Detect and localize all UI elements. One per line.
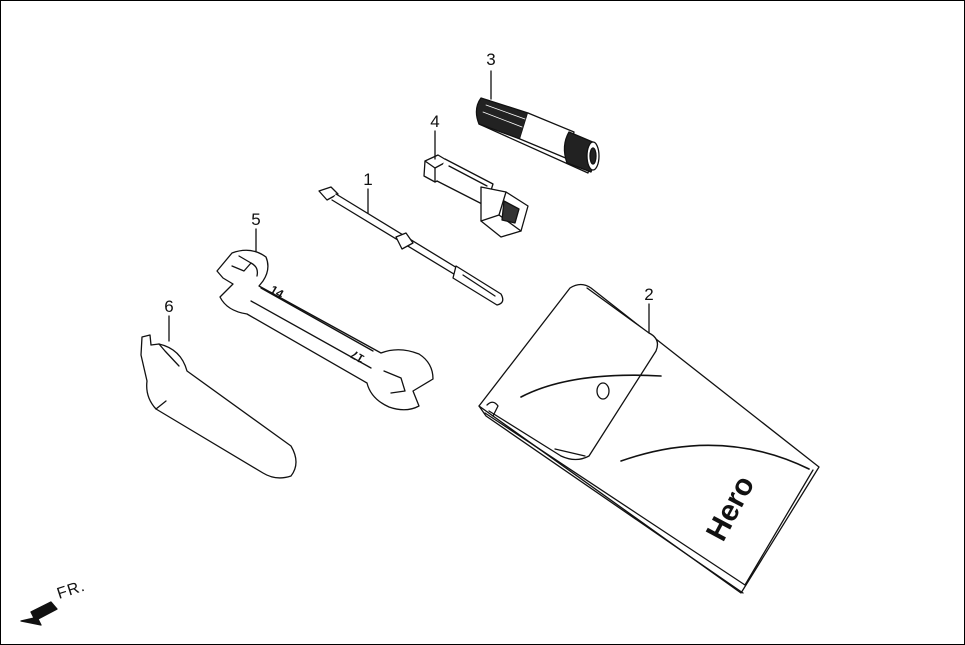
wrench-size-large: 17 (348, 347, 367, 366)
callout-3: 3 (486, 50, 495, 69)
tubular-spanner (423, 154, 529, 238)
callout-4: 4 (430, 112, 439, 131)
callout-1: 1 (363, 170, 372, 189)
callout-6: 6 (164, 297, 173, 316)
callout-2: 2 (644, 285, 653, 304)
direction-label: FR. (55, 578, 88, 603)
wrench-size-small: 14 (268, 282, 287, 301)
front-direction-arrow-icon (20, 601, 58, 626)
box-spanner-handle (475, 97, 600, 174)
screwdriver (318, 186, 504, 306)
callout-5: 5 (251, 210, 260, 229)
pin-spanner (140, 334, 297, 479)
tool-pouch (478, 283, 820, 594)
open-end-wrench (216, 249, 434, 411)
